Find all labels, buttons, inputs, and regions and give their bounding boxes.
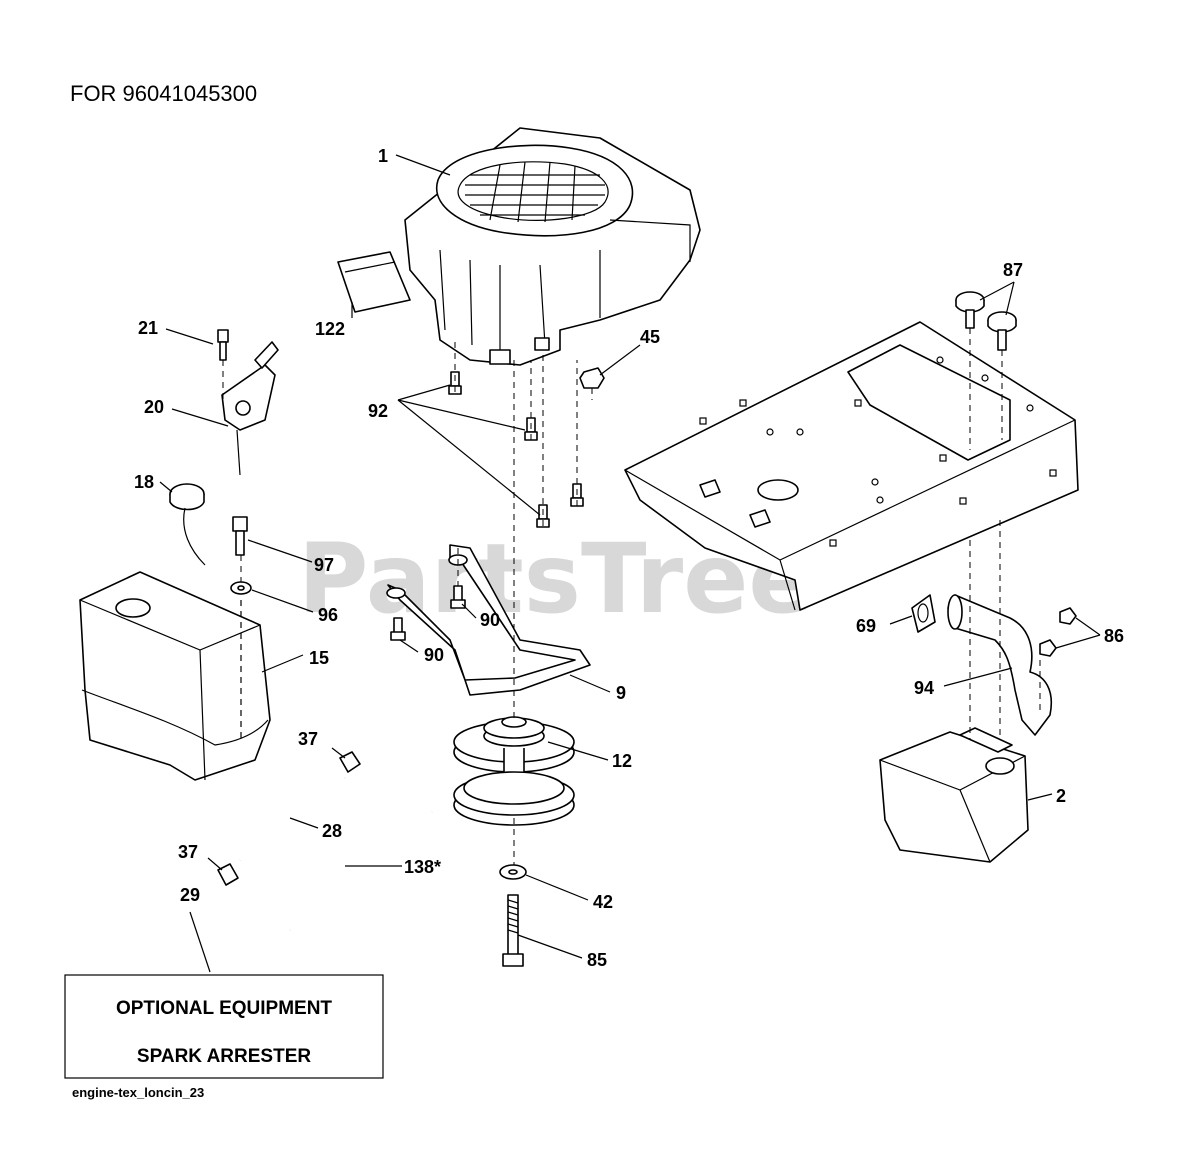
callout-2[interactable]: 2 (1056, 786, 1066, 806)
part-97-screw[interactable] (232, 516, 248, 556)
callout-15[interactable]: 15 (309, 648, 329, 668)
callout-42[interactable]: 42 (593, 892, 613, 912)
leader-lines (159, 154, 1101, 973)
spark-arrester-label: SPARK ARRESTER (137, 1046, 311, 1067)
callout-87[interactable]: 87 (1003, 260, 1023, 280)
callout-96[interactable]: 96 (318, 605, 338, 625)
callout-37-lower[interactable]: 37 (178, 842, 198, 862)
callout-18[interactable]: 18 (134, 472, 154, 492)
part-37-clamp-lower[interactable] (217, 863, 239, 886)
part-15-fuel-tank[interactable] (79, 571, 271, 781)
part-2-muffler[interactable] (879, 727, 1029, 863)
part-138-hose[interactable] (288, 810, 433, 932)
frame-holes (699, 356, 1057, 547)
callout-97[interactable]: 97 (314, 555, 334, 575)
diagram-code: engine-tex_loncin_23 (72, 1085, 204, 1100)
optional-equipment-label: OPTIONAL EQUIPMENT (116, 998, 332, 1019)
callout-28[interactable]: 28 (322, 821, 342, 841)
callout-86[interactable]: 86 (1104, 626, 1124, 646)
callout-122[interactable]: 122 (315, 319, 345, 339)
callout-94[interactable]: 94 (914, 678, 934, 698)
part-122[interactable] (337, 251, 411, 313)
callout-37-upper[interactable]: 37 (298, 729, 318, 749)
part-21-bolt[interactable] (217, 329, 229, 361)
optional-equipment-box: OPTIONAL EQUIPMENT SPARK ARRESTER (64, 974, 384, 1079)
callout-12[interactable]: 12 (612, 751, 632, 771)
callout-90-upper[interactable]: 90 (480, 610, 500, 630)
part-96-washer[interactable] (230, 581, 252, 595)
callout-45[interactable]: 45 (640, 327, 660, 347)
part-85-bolt[interactable] (502, 894, 524, 967)
diagram-title: FOR 96041045300 (70, 81, 257, 106)
part-87-knobs[interactable] (955, 291, 1017, 351)
callout-85[interactable]: 85 (587, 950, 607, 970)
part-92-bolts[interactable] (448, 371, 584, 528)
part-90-bolt-lower[interactable] (390, 617, 406, 641)
callout-21[interactable]: 21 (138, 318, 158, 338)
part-42-washer[interactable] (499, 864, 527, 880)
part-94-exhaust-pipe[interactable] (947, 594, 1052, 736)
part-86-nuts[interactable] (1039, 607, 1077, 657)
part-69-gasket[interactable] (911, 594, 936, 633)
part-28-fuel-hose[interactable] (238, 776, 346, 861)
callout-29[interactable]: 29 (180, 885, 200, 905)
callout-20[interactable]: 20 (144, 397, 164, 417)
part-18-fuel-cap[interactable] (169, 483, 206, 566)
callout-69[interactable]: 69 (856, 616, 876, 636)
callout-92[interactable]: 92 (368, 401, 388, 421)
callout-1[interactable]: 1 (378, 146, 388, 166)
part-20-bracket[interactable] (221, 341, 279, 476)
part-45-nut[interactable] (579, 367, 605, 389)
assembly-lines (222, 328, 1041, 865)
callout-9[interactable]: 9 (616, 683, 626, 703)
part-37-clamp-upper[interactable] (339, 751, 361, 773)
callout-138[interactable]: 138* (404, 857, 441, 877)
engine-grille (465, 161, 605, 223)
engine-part-1[interactable] (404, 127, 701, 366)
callout-90-lower[interactable]: 90 (424, 645, 444, 665)
callout-labels: 1 122 21 20 18 97 96 15 37 28 37 29 138*… (134, 146, 1124, 970)
part-12-pulley[interactable] (453, 716, 575, 826)
